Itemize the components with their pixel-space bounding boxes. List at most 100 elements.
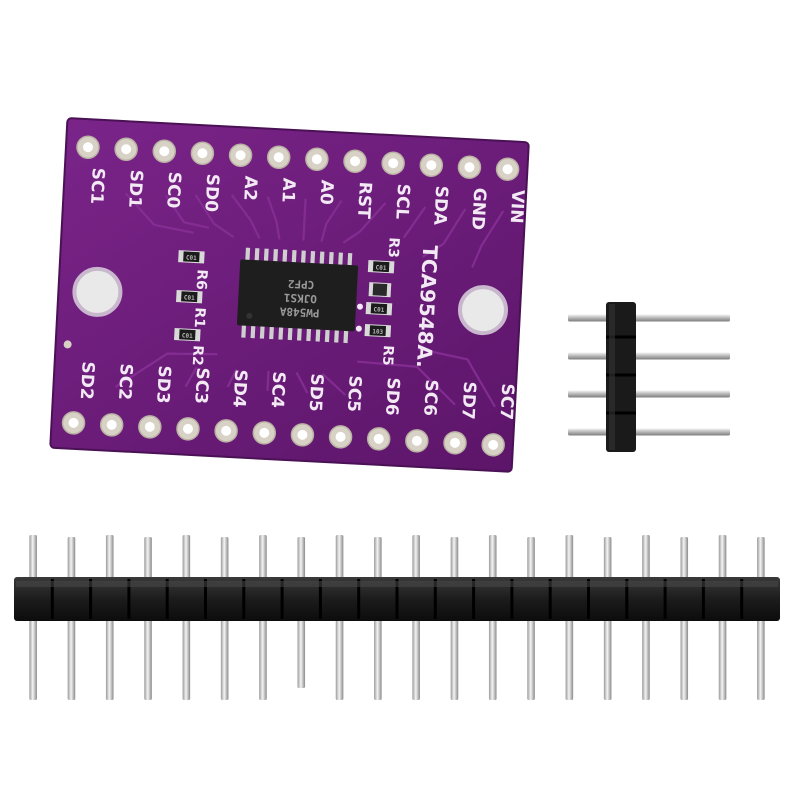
top-pin-label: SD1 xyxy=(124,169,146,208)
bottom-pin-label: SD5 xyxy=(305,373,327,412)
header-highlight xyxy=(609,304,615,450)
top-pad-hole xyxy=(311,154,322,165)
resistor-label-r1: R1 xyxy=(191,307,208,328)
top-pad-hole xyxy=(388,158,399,169)
bottom-pad-hole xyxy=(335,431,346,442)
chip-leg xyxy=(245,247,251,261)
resistor-label-r2: R2 xyxy=(189,345,206,366)
chip-leg xyxy=(254,248,260,262)
bottom-pin-label: SD6 xyxy=(381,377,403,416)
bottom-pin-label: SD2 xyxy=(76,361,98,400)
header-highlight xyxy=(16,581,778,587)
chip-leg xyxy=(306,327,312,342)
chip-leg xyxy=(338,252,344,266)
top-pad-hole xyxy=(502,164,513,175)
traces xyxy=(114,192,505,408)
top-pad-hole xyxy=(121,144,132,155)
top-pin-label: GND xyxy=(467,187,489,230)
smd-code: C01 xyxy=(184,294,196,302)
bottom-pad-hole xyxy=(411,435,422,446)
top-pin-label: SC0 xyxy=(162,171,184,209)
bottom-pad-hole xyxy=(373,433,384,444)
bottom-pin-label: SC5 xyxy=(343,375,365,413)
bottom-pin-label: SC3 xyxy=(190,367,212,405)
mounting-hole-right xyxy=(457,285,508,336)
bottom-pad-hole xyxy=(450,437,461,448)
header-pin xyxy=(568,390,730,398)
bottom-pin-label: SD7 xyxy=(457,381,479,420)
bottom-pin-label: SC6 xyxy=(419,379,441,417)
chip-leg xyxy=(241,324,247,338)
chip-leg xyxy=(310,251,316,265)
bottom-pin-label: SC4 xyxy=(267,371,289,409)
top-pad-hole xyxy=(426,160,437,171)
bottom-pad-hole xyxy=(259,427,270,438)
bottom-pad-hole xyxy=(144,421,155,432)
chip-leg xyxy=(328,251,334,266)
bottom-pad-hole xyxy=(106,419,117,430)
bottom-pads xyxy=(61,411,505,457)
chip-leg xyxy=(273,249,278,263)
chip-leg xyxy=(324,328,330,343)
chip-marking-line-2: OJKS1 xyxy=(283,291,317,306)
chip-leg xyxy=(334,329,339,343)
bottom-pad-hole xyxy=(68,417,79,428)
resistor-label-r6: R6 xyxy=(193,269,210,290)
chip-marking-line-3: CPF2 xyxy=(288,277,315,291)
chip-leg xyxy=(282,249,288,263)
chip-leg xyxy=(296,327,302,341)
bottom-pin-label: SD3 xyxy=(152,365,174,404)
chip-leg xyxy=(259,325,265,339)
chip-marking-line-1: PW548A xyxy=(279,304,320,319)
smd-code: C01 xyxy=(375,264,387,272)
header-pin xyxy=(568,314,730,322)
top-pin-label: SCL xyxy=(391,183,413,220)
top-pad-hole xyxy=(235,150,246,161)
chip-legs-top xyxy=(245,247,353,267)
left-smd-components: C01 C01 C01 R6 R1 R2 xyxy=(174,250,210,366)
chip-leg xyxy=(263,248,269,262)
top-pin-label: SDA xyxy=(429,185,451,226)
resistor-label-r3: R3 xyxy=(385,237,402,258)
top-pad-hole xyxy=(159,146,170,157)
small-header-pins xyxy=(568,314,730,436)
chip-legs-bottom xyxy=(241,324,349,344)
chip-leg xyxy=(343,329,349,344)
top-pads xyxy=(76,135,520,181)
bottom-pad-hole xyxy=(488,439,499,450)
smd-code: C01 xyxy=(182,332,194,340)
bottom-pad-hole xyxy=(182,423,193,434)
smd-code: 103 xyxy=(372,328,384,336)
chip-leg xyxy=(347,252,353,267)
small-header-separators xyxy=(606,304,636,450)
chip-leg xyxy=(291,250,297,264)
smd-code: C01 xyxy=(186,254,198,262)
resistor-label-r5: R5 xyxy=(379,345,396,366)
top-pad-hole xyxy=(464,162,475,173)
top-pin-label: SC1 xyxy=(86,167,108,205)
top-pin-label: VIN xyxy=(506,189,528,224)
chip-leg xyxy=(287,326,293,341)
twenty-pin-header xyxy=(14,535,780,700)
top-pin-label: RST xyxy=(353,181,375,219)
fiducial-dot xyxy=(63,340,72,349)
mounting-hole-left xyxy=(72,266,123,317)
bottom-pin-label: SC7 xyxy=(495,383,517,421)
chip-leg xyxy=(300,250,306,264)
top-pin-label: A0 xyxy=(316,179,337,205)
top-pad-hole xyxy=(82,142,93,153)
chip-leg xyxy=(315,328,321,342)
long-header-separators xyxy=(16,579,778,619)
top-pad-hole xyxy=(197,148,208,159)
chip-leg xyxy=(278,326,284,340)
chip-leg xyxy=(269,325,274,340)
ic-chip: PW548A OJKS1 CPF2 xyxy=(236,247,359,344)
top-pin-label: A1 xyxy=(277,177,298,203)
bottom-pin-label: SC2 xyxy=(114,363,136,401)
top-pad-hole xyxy=(273,152,284,163)
bottom-pad-hole xyxy=(297,429,308,440)
